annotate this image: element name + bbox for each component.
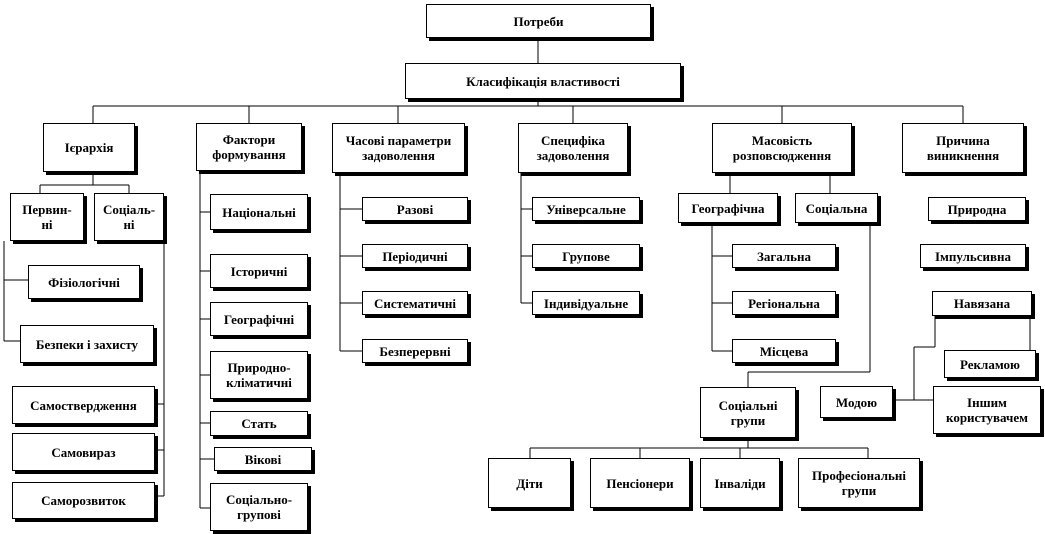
specificity-header: Специфіка задоволення [518, 123, 628, 173]
root-node-needs: Потреби [426, 4, 651, 38]
factor-gender: Стать [210, 411, 308, 436]
factor-historical: Історичні [210, 254, 308, 288]
time-item-single: Разові [362, 197, 468, 221]
cause-fashion: Модою [820, 386, 893, 418]
factor-age: Вікові [214, 447, 312, 471]
cause-natural: Природна [928, 197, 1026, 221]
mass-geo-general: Загальна [732, 244, 836, 268]
cause-imposed: Навязана [932, 291, 1032, 316]
time-parameters-header: Часові параметри задоволення [332, 123, 465, 173]
mass-social: Соціальна [795, 193, 878, 223]
classification-node: Класифікація властивості [405, 63, 681, 99]
social-groups-node: Соціальні групи [700, 387, 796, 438]
cause-header: Причина виникнення [902, 123, 1024, 173]
hierarchy-social: Соціаль- ні [94, 193, 164, 241]
factor-social-group: Соціально- групові [210, 483, 308, 531]
factor-climatic: Природно- кліматичні [210, 351, 308, 399]
hierarchy-item-self-assertion: Самоствердження [12, 386, 155, 424]
mass-geographic: Географічна [678, 193, 778, 223]
cause-other-user: Іншим користувачем [933, 386, 1041, 434]
cause-advertising: Рекламою [944, 350, 1036, 378]
factor-national: Національні [210, 194, 308, 230]
group-disabled: Інваліди [700, 458, 780, 508]
specificity-item-individual: Індивідуальне [532, 291, 640, 315]
factor-geographical: Географічні [210, 302, 308, 336]
mass-geo-regional: Регіональна [732, 291, 836, 315]
hierarchy-item-self-expression: Самовираз [12, 433, 155, 471]
time-item-systematic: Систематичні [362, 291, 468, 315]
mass-geo-local: Місцева [732, 339, 836, 363]
hierarchy-item-self-development: Саморозвиток [12, 482, 155, 519]
factors-header: Фактори формування [196, 123, 302, 171]
cause-impulsive: Імпульсивна [920, 244, 1026, 268]
time-item-continuous: Безперервні [362, 339, 468, 363]
mass-header: Масовість розповсюдження [712, 123, 852, 173]
time-item-periodic: Періодичні [362, 244, 468, 268]
hierarchy-item-physiological: Фізіологічні [28, 265, 140, 299]
group-professional: Професіональні групи [798, 458, 920, 508]
hierarchy-header: Ієрархія [43, 123, 135, 172]
group-pensioners: Пенсіонери [590, 458, 690, 508]
hierarchy-primary: Первин- ні [10, 193, 84, 241]
hierarchy-item-safety: Безпеки і захисту [20, 325, 154, 363]
specificity-item-universal: Універсальне [532, 197, 640, 221]
specificity-item-group: Групове [532, 244, 640, 268]
group-children: Діти [488, 458, 571, 508]
